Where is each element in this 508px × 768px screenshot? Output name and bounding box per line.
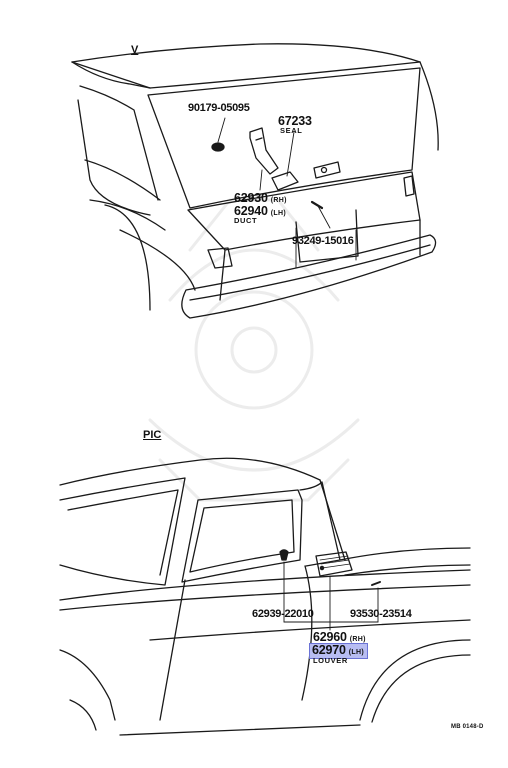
part-62939-label: 62939-22010 <box>252 608 314 620</box>
part-62940-label: 62940 <box>234 204 268 218</box>
part-62960-label: 62960 <box>313 630 347 644</box>
part-62940-row: 62940(LH) <box>234 205 286 218</box>
part-67233-label: 67233 <box>278 114 312 128</box>
lh-suffix-bottom: (LH) <box>348 649 364 656</box>
part-62970-row-highlight: 62970(LH) <box>309 643 368 659</box>
rh-suffix: (RH) <box>270 197 287 204</box>
rh-suffix-bottom: (RH) <box>349 636 366 643</box>
part-62960-row: 62960(RH) <box>313 631 366 644</box>
top-vehicle-rear <box>71 43 439 319</box>
louver-label: LOUVER <box>313 656 348 665</box>
bottom-leader-lines <box>283 561 379 631</box>
part-93249-label: 93249-15016 <box>292 235 354 247</box>
top-leader-lines <box>217 117 357 269</box>
bottom-vehicle-side <box>59 457 471 736</box>
lh-suffix: (LH) <box>270 210 286 217</box>
seal-label: SEAL <box>280 126 303 135</box>
watermark-emblem <box>148 198 360 502</box>
view-label-bottom: PIC <box>143 429 162 441</box>
part-62970-label: 62970 <box>312 643 346 657</box>
part-62930-row: 62930(RH) <box>234 192 287 205</box>
duct-label: DUCT <box>234 216 258 225</box>
part-90179-label: 90179-05095 <box>188 102 250 114</box>
view-label-top: V <box>131 44 139 56</box>
part-62930-label: 62930 <box>234 191 268 205</box>
part-93530-label: 93530-23514 <box>350 608 412 620</box>
figure-code: MB 0148-D <box>451 724 484 730</box>
